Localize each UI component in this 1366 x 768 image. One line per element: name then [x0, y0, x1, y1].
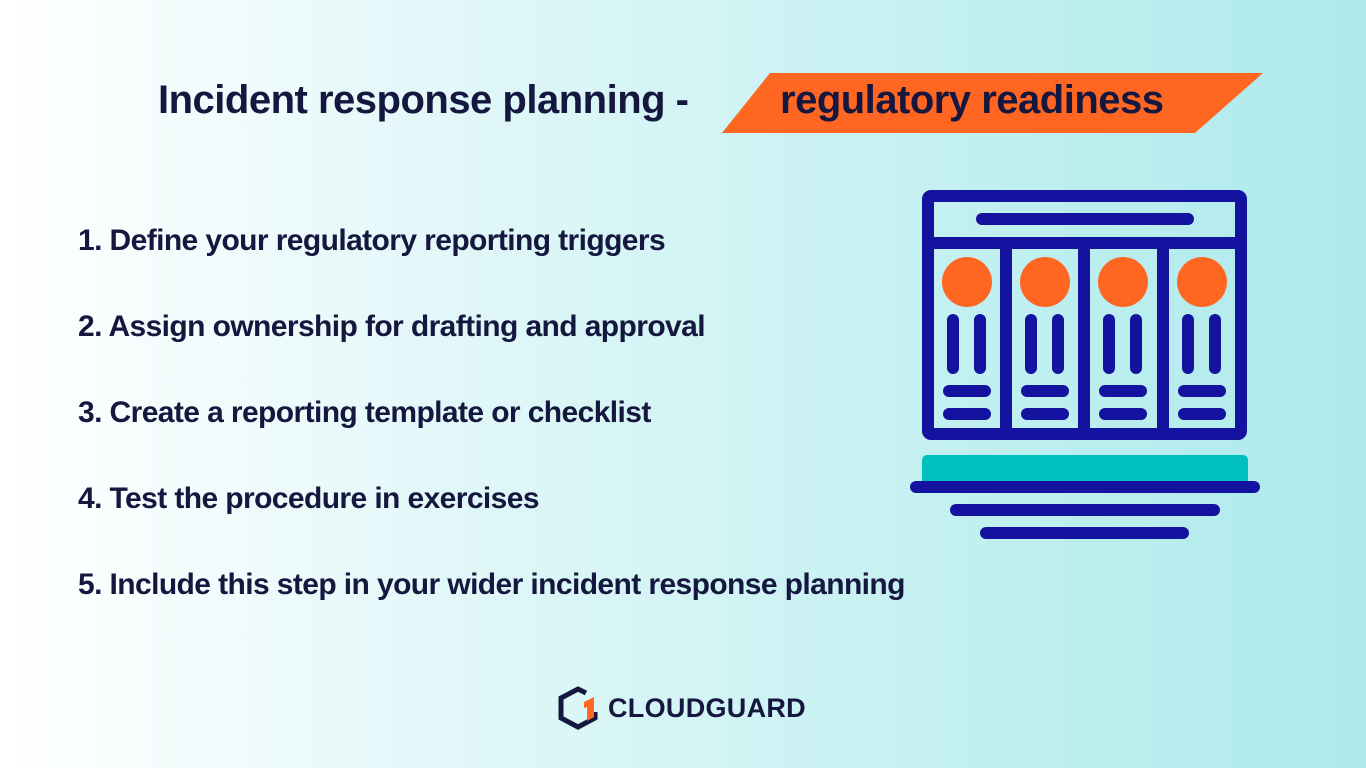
cloudguard-hexagon-icon [558, 686, 598, 730]
document-seal-1 [942, 257, 992, 307]
step-item-4: 4. Test the procedure in exercises [78, 482, 540, 515]
logo-wordmark: CLOUDGUARD [608, 692, 806, 723]
highlight-banner [722, 73, 1263, 133]
document-seal-2 [1020, 257, 1070, 307]
step-item-2: 2. Assign ownership for drafting and app… [78, 310, 706, 343]
step-item-5: 5. Include this step in your wider incid… [78, 568, 905, 601]
step-item-1: 1. Define your regulatory reporting trig… [78, 224, 666, 257]
cloudguard-logo: CLOUDGUARD [556, 686, 806, 730]
slide-title-highlight: regulatory readiness [780, 78, 1164, 122]
document-seal-3 [1098, 257, 1148, 307]
slide-title: Incident response planning - [158, 78, 689, 122]
step-item-3: 3. Create a reporting template or checkl… [78, 396, 651, 429]
document-seal-4 [1177, 257, 1227, 307]
